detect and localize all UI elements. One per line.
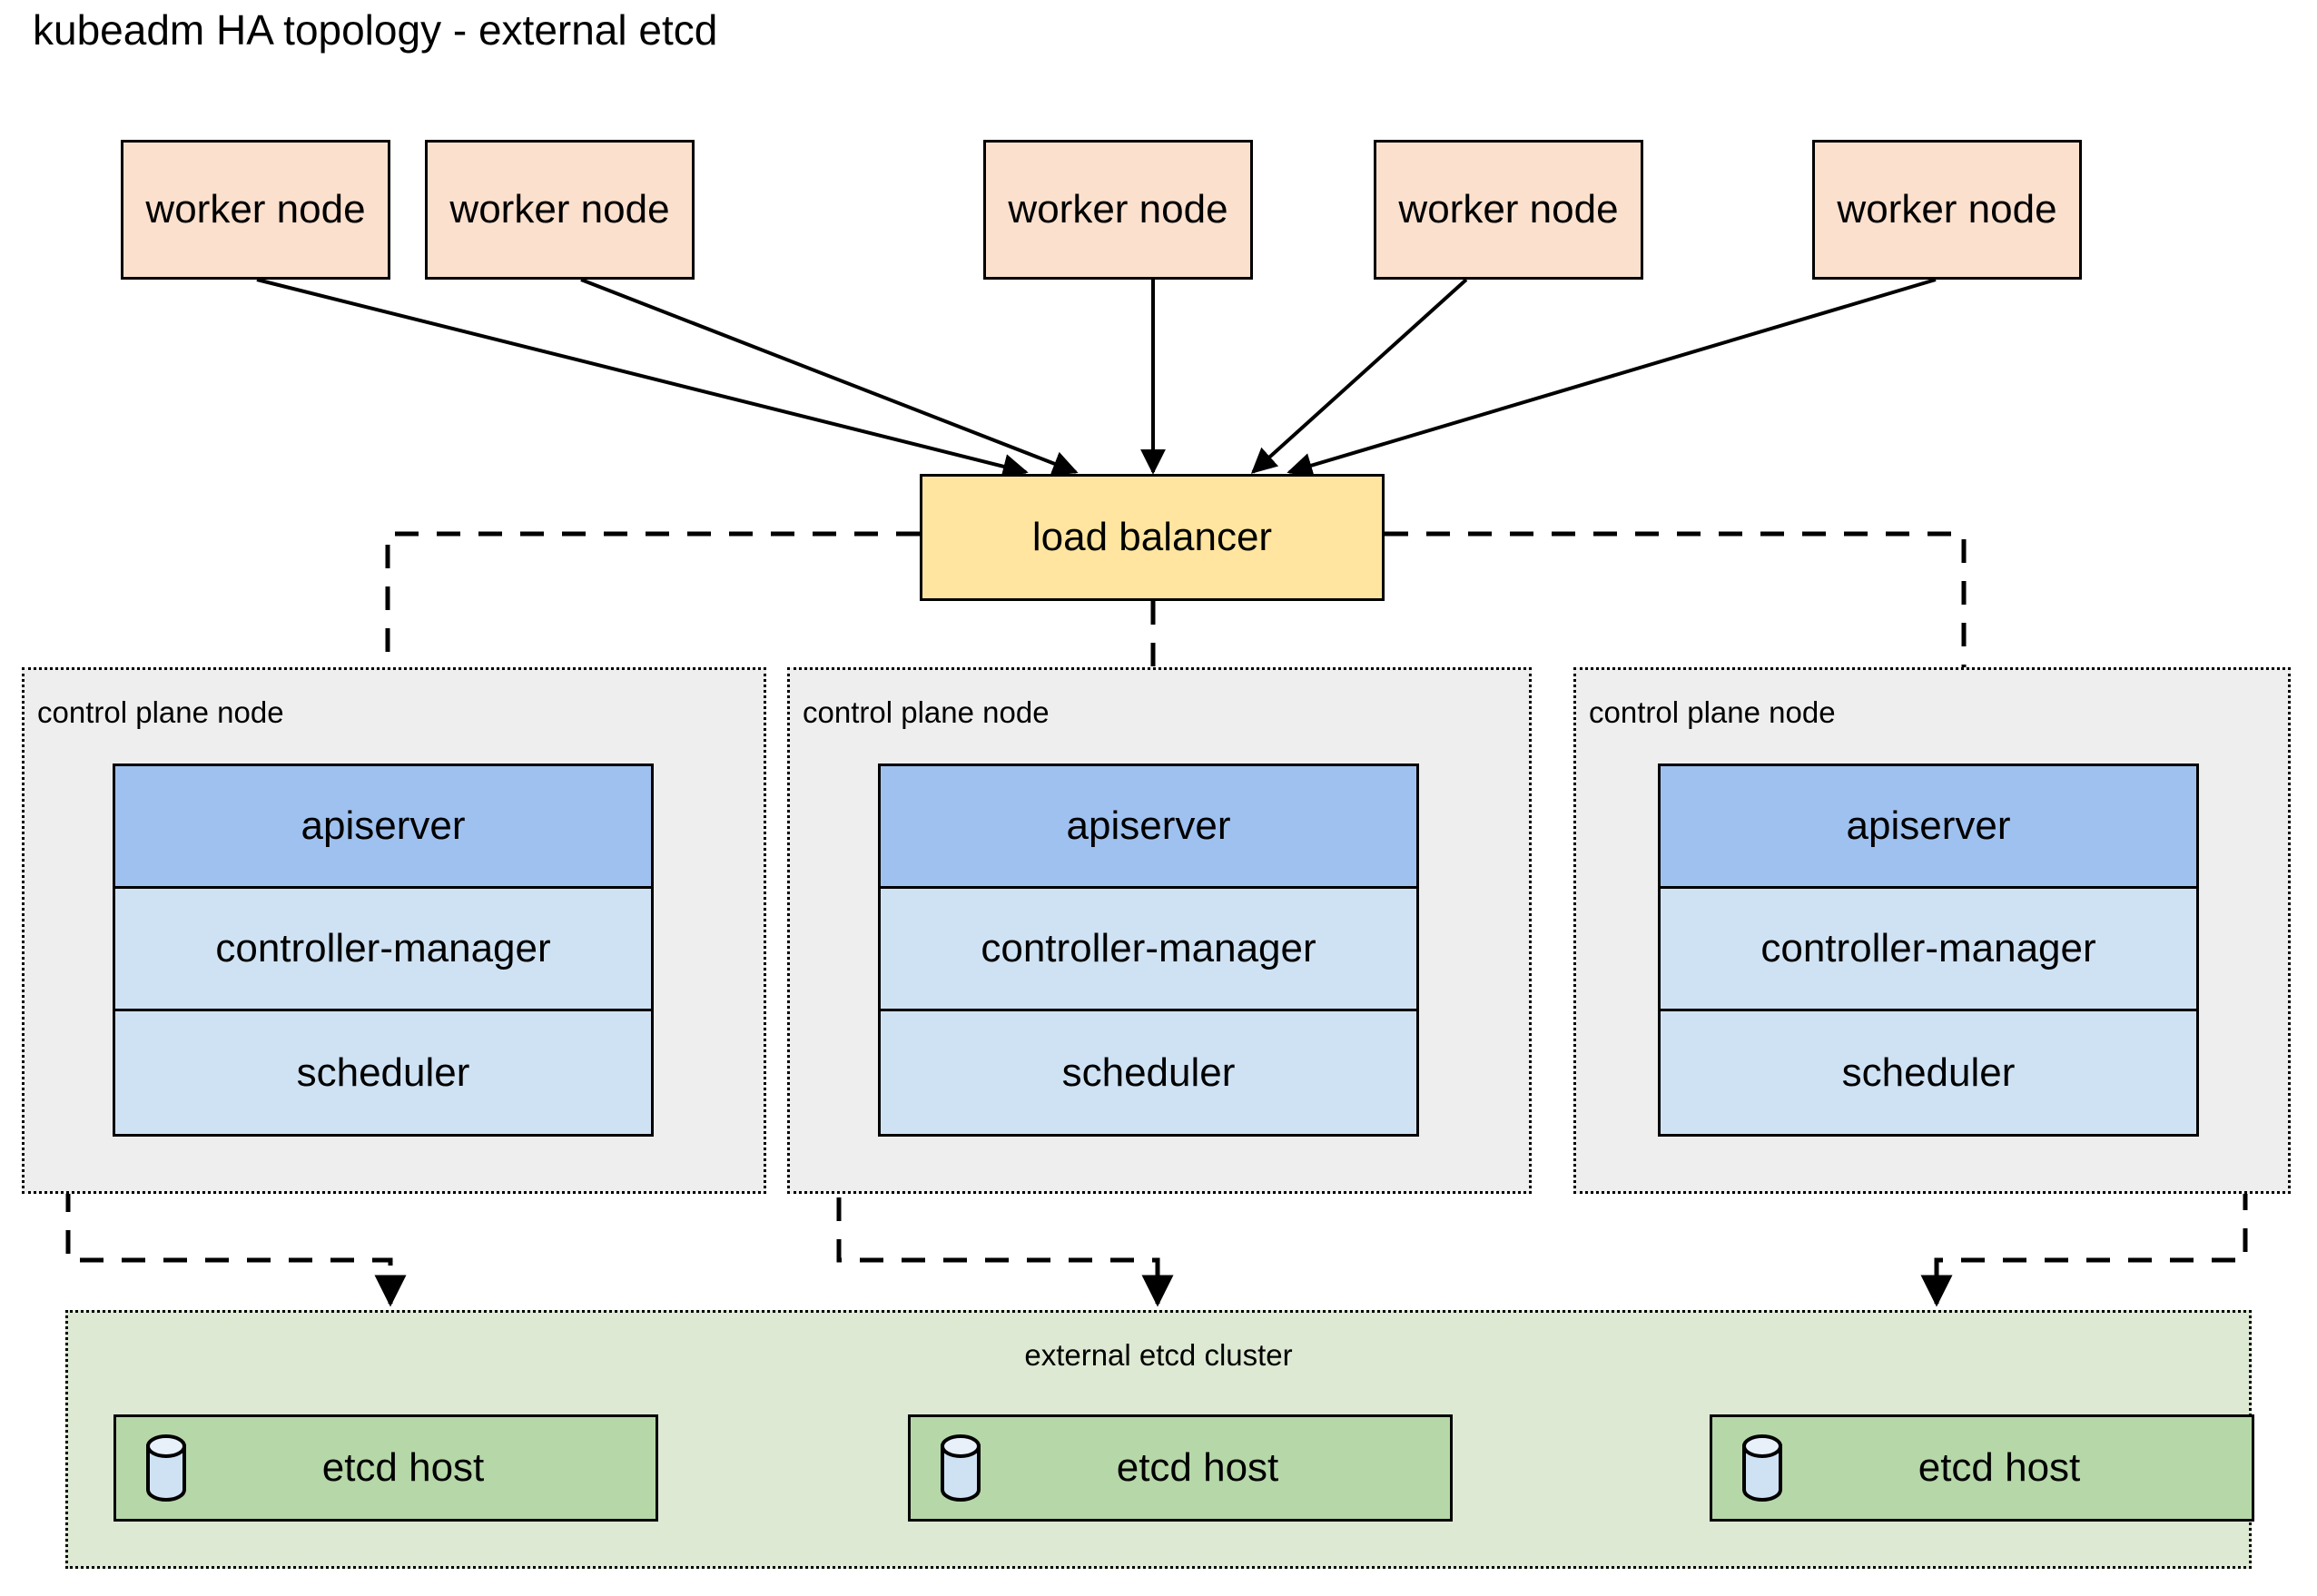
scheduler-label: scheduler <box>296 1049 470 1095</box>
control-plane-component-stack: apiserver controller-manager scheduler <box>878 764 1419 1137</box>
etcd-host-2[interactable]: etcd host <box>908 1414 1453 1522</box>
etcd-host-label: etcd host <box>1918 1445 2081 1490</box>
etcd-host-1[interactable]: etcd host <box>113 1414 658 1522</box>
controller-manager-box[interactable]: controller-manager <box>115 889 651 1011</box>
worker-to-loadbalancer-edges <box>256 278 1937 479</box>
scheduler-box[interactable]: scheduler <box>1661 1011 2196 1134</box>
etcd-host-3[interactable]: etcd host <box>1710 1414 2254 1522</box>
worker-node-1[interactable]: worker node <box>121 140 390 280</box>
worker-node-label: worker node <box>1398 187 1619 232</box>
load-balancer-node[interactable]: load balancer <box>920 474 1385 601</box>
database-cylinder-icon <box>146 1434 186 1502</box>
page-title: kubeadm HA topology - external etcd <box>33 6 718 54</box>
worker-node-label: worker node <box>145 187 366 232</box>
worker-node-label: worker node <box>1008 187 1228 232</box>
control-plane-node-2[interactable]: control plane node apiserver controller-… <box>787 667 1532 1194</box>
control-plane-node-label: control plane node <box>803 695 1050 729</box>
control-plane-component-stack: apiserver controller-manager scheduler <box>113 764 654 1137</box>
worker-node-4[interactable]: worker node <box>1374 140 1643 280</box>
worker-node-5[interactable]: worker node <box>1812 140 2082 280</box>
load-balancer-label: load balancer <box>1031 515 1273 559</box>
apiserver-label: apiserver <box>1066 803 1231 848</box>
controller-manager-box[interactable]: controller-manager <box>881 889 1416 1011</box>
controller-manager-label: controller-manager <box>215 926 551 970</box>
controller-manager-label: controller-manager <box>981 926 1316 970</box>
controller-manager-label: controller-manager <box>1760 926 2096 970</box>
apiserver-box[interactable]: apiserver <box>115 766 651 889</box>
database-cylinder-icon <box>941 1434 981 1502</box>
apiserver-label: apiserver <box>301 803 466 848</box>
scheduler-box[interactable]: scheduler <box>881 1011 1416 1134</box>
control-plane-node-label: control plane node <box>1589 695 1836 729</box>
control-plane-component-stack: apiserver controller-manager scheduler <box>1658 764 2199 1137</box>
worker-node-2[interactable]: worker node <box>425 140 695 280</box>
control-plane-node-3[interactable]: control plane node apiserver controller-… <box>1573 667 2291 1194</box>
etcd-host-label: etcd host <box>1116 1445 1279 1490</box>
scheduler-label: scheduler <box>1841 1049 2016 1095</box>
apiserver-box[interactable]: apiserver <box>1661 766 2196 889</box>
worker-node-3[interactable]: worker node <box>983 140 1253 280</box>
control-plane-node-1[interactable]: control plane node apiserver controller-… <box>22 667 766 1194</box>
worker-node-label: worker node <box>1837 187 2057 232</box>
database-cylinder-icon <box>1742 1434 1782 1502</box>
controller-manager-box[interactable]: controller-manager <box>1661 889 2196 1011</box>
external-etcd-cluster-label: external etcd cluster <box>1024 1338 1293 1372</box>
control-plane-node-label: control plane node <box>37 695 284 729</box>
apiserver-label: apiserver <box>1846 803 2011 848</box>
scheduler-box[interactable]: scheduler <box>115 1011 651 1134</box>
apiserver-box[interactable]: apiserver <box>881 766 1416 889</box>
etcd-host-label: etcd host <box>321 1445 485 1490</box>
external-etcd-cluster[interactable]: external etcd cluster etcd host etcd hos… <box>65 1310 2254 1569</box>
worker-node-label: worker node <box>449 187 670 232</box>
scheduler-label: scheduler <box>1061 1049 1236 1095</box>
